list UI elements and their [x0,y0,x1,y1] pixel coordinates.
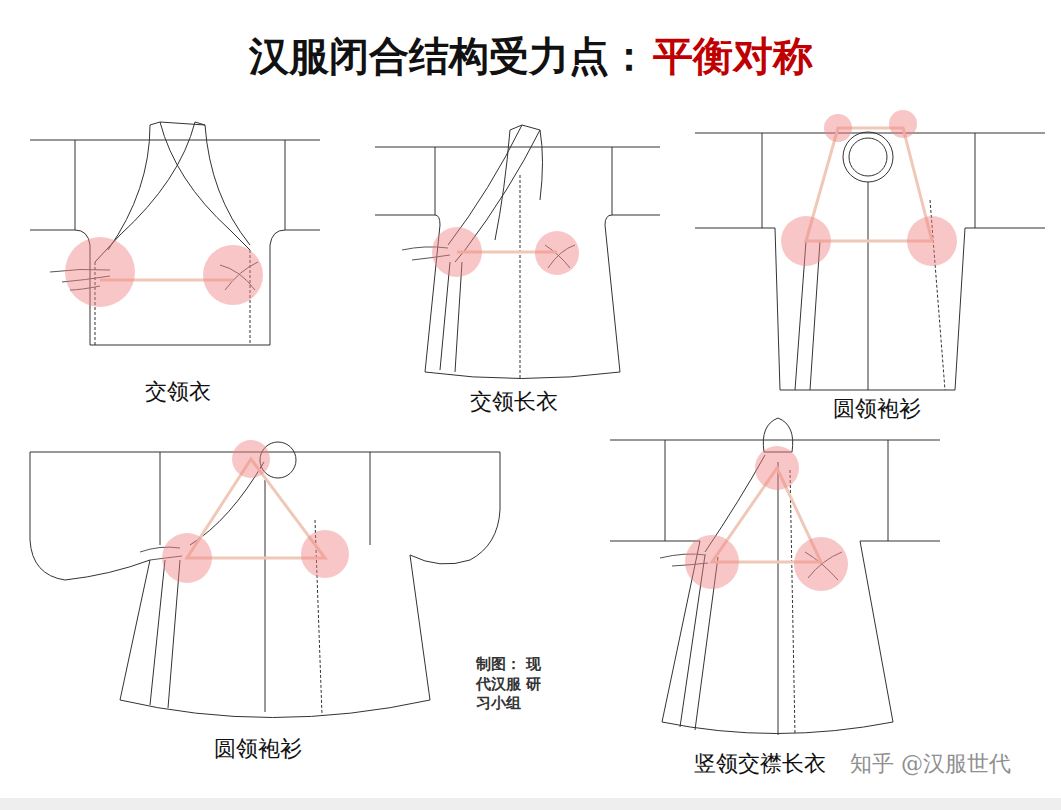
yuanling-robe-bottom [30,442,500,718]
garment-caption: 交领长衣 [470,389,558,415]
title: 汉服闭合结构受力点： [249,32,649,80]
title-emphasis: 平衡对称 [653,32,813,80]
garment-caption: 交领衣 [145,379,211,405]
force-point-marks [65,110,957,591]
garment-caption: 圆领袍衫 [833,396,921,422]
jiaoling-long-garment [375,125,660,379]
garment-caption: 竖领交襟长衣 [694,751,826,777]
shuling-long-garment [610,418,940,735]
garment-outlines [30,122,1045,735]
jiaoling-garment [30,122,320,345]
garment-caption: 圆领袍衫 [214,736,302,762]
credit-stamp: 制图： 现代汉服 研习小组 [476,655,545,714]
yuanling-robe-top [695,132,1045,390]
watermark: 知乎 @汉服世代 [850,751,1011,777]
bottom-band [0,798,1061,810]
